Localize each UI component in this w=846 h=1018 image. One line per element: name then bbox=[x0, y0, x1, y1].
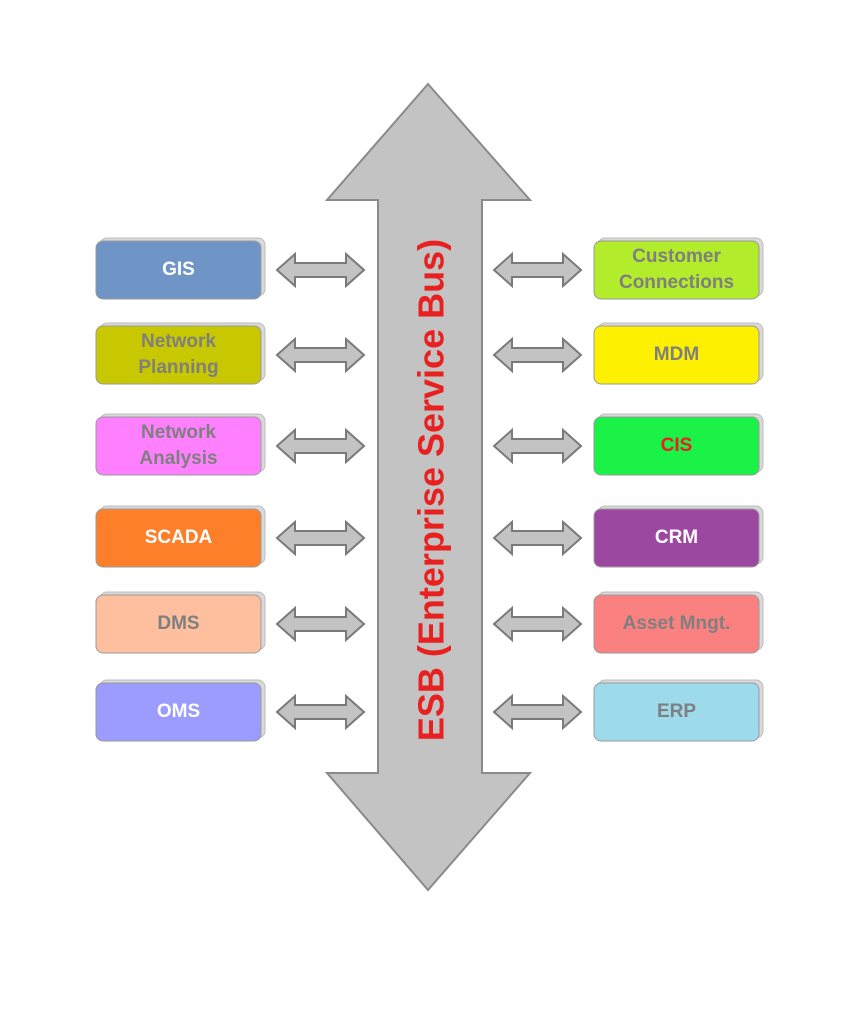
system-box-crm: CRM bbox=[593, 505, 764, 568]
double-arrow-connector bbox=[275, 251, 366, 289]
system-label: DMS bbox=[157, 613, 199, 634]
system-label: Network bbox=[141, 331, 216, 352]
system-label: Planning bbox=[138, 357, 218, 378]
double-arrow-connector bbox=[492, 336, 583, 374]
system-label: OMS bbox=[157, 701, 200, 722]
system-box-fill bbox=[95, 508, 262, 568]
system-box-fill bbox=[593, 240, 760, 300]
connectors bbox=[275, 251, 583, 731]
system-label: ERP bbox=[657, 701, 696, 722]
system-label: Network bbox=[141, 422, 216, 443]
system-label: Connections bbox=[619, 272, 734, 293]
system-label: Analysis bbox=[139, 448, 217, 469]
double-arrow-connector bbox=[275, 336, 366, 374]
system-box-fill bbox=[95, 594, 262, 654]
system-box-erp: ERP bbox=[593, 679, 764, 742]
double-arrow-connector bbox=[492, 605, 583, 643]
double-arrow-connector bbox=[275, 427, 366, 465]
double-arrow-connector bbox=[492, 251, 583, 289]
system-box-dms: DMS bbox=[95, 591, 266, 654]
bus-double-arrow bbox=[324, 82, 533, 892]
system-box-fill bbox=[593, 508, 760, 568]
system-box-fill bbox=[95, 325, 262, 385]
system-box-fill bbox=[593, 594, 760, 654]
system-box-fill bbox=[95, 416, 262, 476]
double-arrow-connector bbox=[492, 693, 583, 731]
double-arrow-connector bbox=[275, 693, 366, 731]
double-arrow-connector bbox=[275, 605, 366, 643]
left-systems: GISNetworkPlanningNetworkAnalysisSCADADM… bbox=[95, 237, 266, 742]
system-box-mdm: MDM bbox=[593, 322, 764, 385]
system-label: Asset Mngt. bbox=[623, 613, 731, 634]
double-arrow-connector bbox=[275, 519, 366, 557]
bus-label: ESB (Enterprise Service Bus) bbox=[411, 239, 452, 741]
system-label: Customer bbox=[632, 246, 721, 267]
system-box-fill bbox=[593, 325, 760, 385]
system-label: SCADA bbox=[145, 527, 213, 548]
system-box-fill bbox=[593, 416, 760, 476]
system-label: GIS bbox=[162, 259, 195, 280]
system-box-fill bbox=[593, 682, 760, 742]
system-box-oms: OMS bbox=[95, 679, 266, 742]
system-label: MDM bbox=[654, 344, 699, 365]
system-box-fill bbox=[95, 240, 262, 300]
system-box-fill bbox=[95, 682, 262, 742]
system-box-cis: CIS bbox=[593, 413, 764, 476]
system-box-gis: GIS bbox=[95, 237, 266, 300]
system-box-asset-mngt: Asset Mngt. bbox=[593, 591, 764, 654]
system-label: CRM bbox=[655, 527, 698, 548]
double-arrow-connector bbox=[492, 519, 583, 557]
system-box-scada: SCADA bbox=[95, 505, 266, 568]
double-arrow-connector bbox=[492, 427, 583, 465]
system-label: CIS bbox=[661, 435, 693, 456]
